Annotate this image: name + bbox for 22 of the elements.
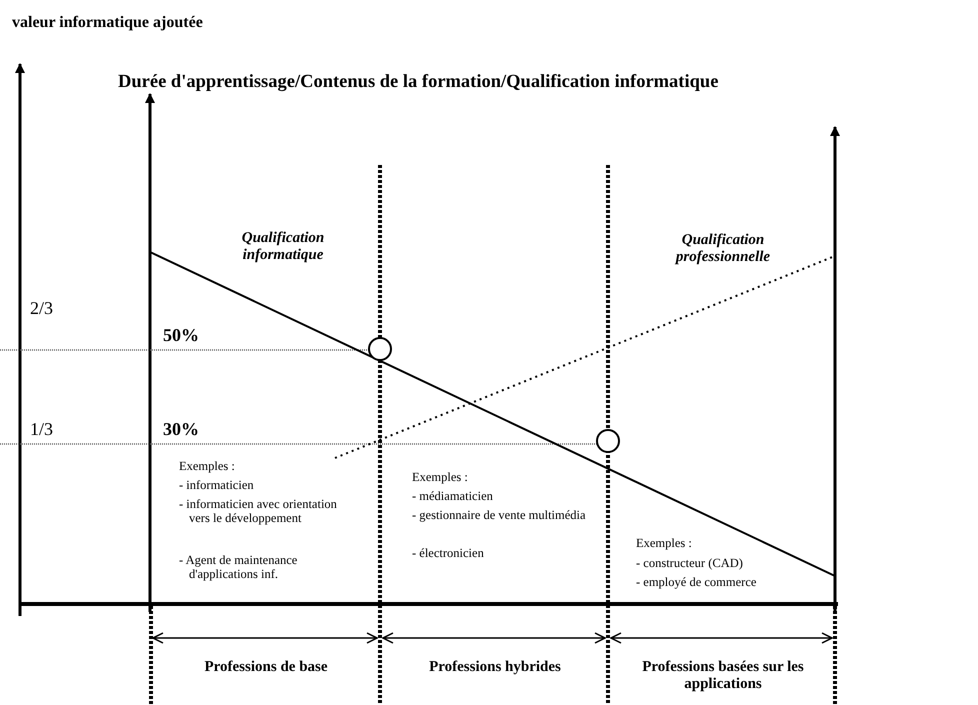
example-item: - Agent de maintenance d'applications inf. [179,553,298,582]
example-item: - informaticien [179,478,255,492]
example-item: - médiamaticien [412,489,494,504]
axis-tick-label: 1/3 [30,419,54,440]
percentage-label: 50% [163,325,199,346]
series-label: Qualification professionnelle [674,232,772,266]
axis-tick-label: 2/3 [30,298,54,319]
category-label: Professions hybrides [428,659,562,676]
example-item: - employé de commerce [636,575,758,590]
category-label: Professions basées sur les applications [641,659,805,694]
category-label: Professions de base [203,659,329,676]
axis-label: valeur informatique ajoutée [12,14,203,32]
example-item: - gestionnaire de vente multimédia [412,508,587,522]
chart-title: Durée d'apprentissage/Contenus de la formation/Qualification informatique [118,72,718,94]
series-label: Qualification informatique [240,230,326,264]
examples-heading: Exemples : [412,470,468,484]
example-item: - constructeur (CAD) [636,556,744,570]
examples-heading: Exemples : [636,536,692,550]
example-item: - informaticien avec orientation vers le développement [179,497,338,526]
examples-heading: Exemples : [179,459,235,474]
example-item: - électronicien [412,546,485,560]
percentage-label: 30% [163,419,199,440]
